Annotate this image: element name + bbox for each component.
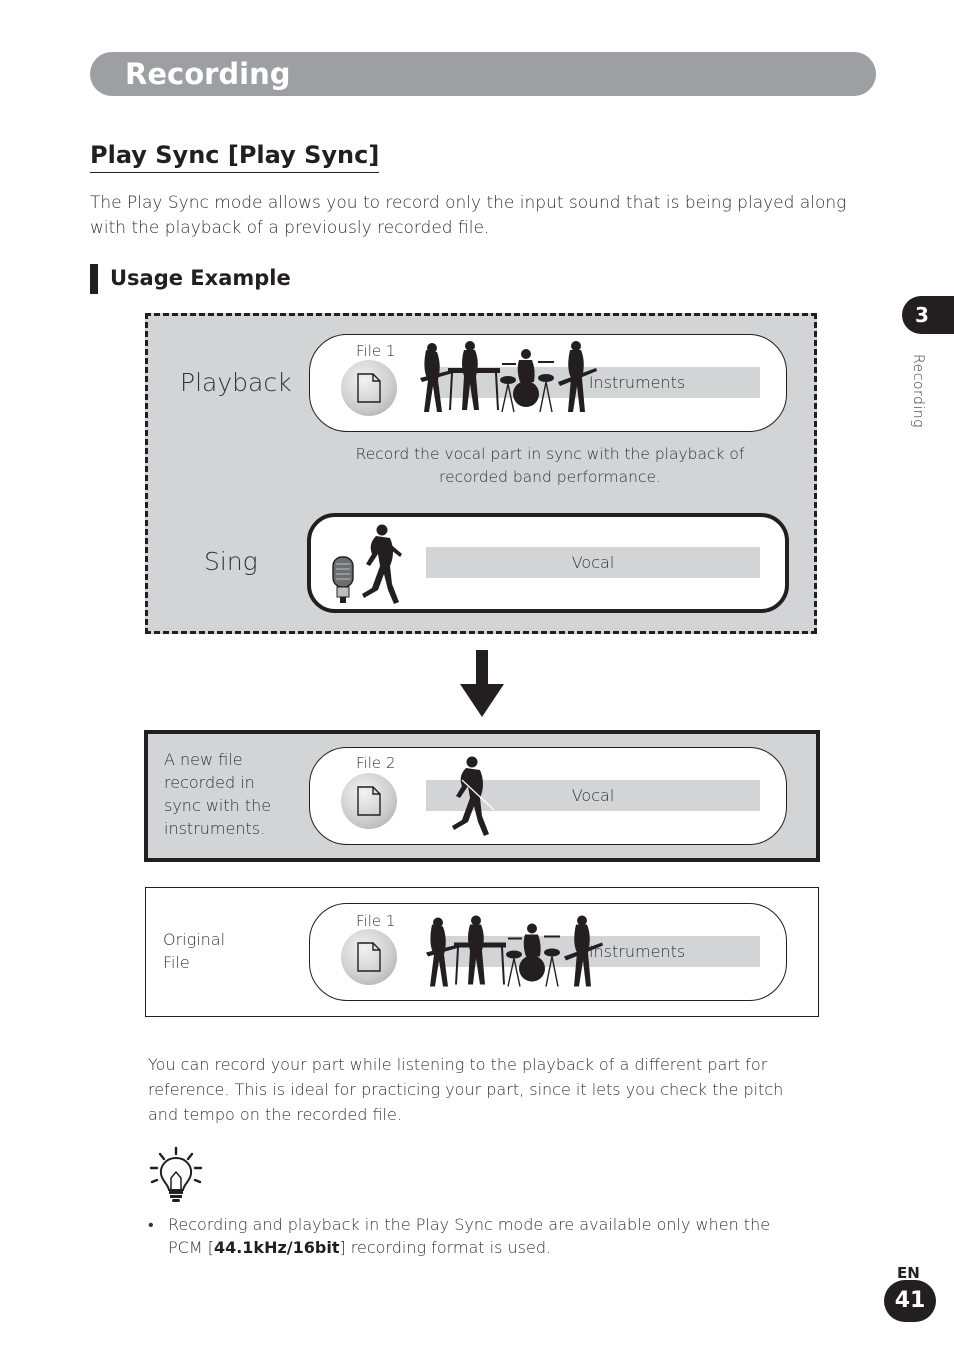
original-file-disc bbox=[341, 929, 397, 985]
chapter-tab: 3 bbox=[902, 296, 954, 334]
original-instruments-track-bar: Instruments bbox=[434, 936, 760, 967]
playback-label: Playback bbox=[180, 368, 292, 397]
original-file-label: File 1 bbox=[356, 912, 396, 930]
sing-label: Sing bbox=[204, 547, 258, 576]
page-number: 41 bbox=[884, 1280, 936, 1322]
original-instruments-track-label: Instruments bbox=[588, 942, 686, 961]
tip-text-before: Recording and playback in the Play Sync … bbox=[168, 1215, 771, 1257]
play-sync-caption: Record the vocal part in sync with the p… bbox=[355, 445, 745, 486]
singer-silhouette-icon bbox=[448, 756, 496, 838]
lightbulb-tip-icon bbox=[149, 1146, 203, 1202]
band-silhouette-icon bbox=[424, 912, 604, 992]
tip-note: • Recording and playback in the Play Syn… bbox=[148, 1213, 808, 1259]
document-icon bbox=[357, 373, 381, 403]
new-file-disc bbox=[341, 773, 397, 829]
playback-file-label: File 1 bbox=[356, 342, 396, 360]
tip-text-after: ] recording format is used. bbox=[339, 1238, 552, 1257]
language-label: EN bbox=[897, 1264, 920, 1282]
body-paragraph: You can record your part while listening… bbox=[148, 1055, 784, 1124]
original-file-description: Original File bbox=[163, 930, 226, 972]
chapter-number: 3 bbox=[915, 303, 929, 327]
chapter-side-label: Recording bbox=[910, 354, 926, 429]
singer-silhouette-icon bbox=[358, 524, 406, 606]
section-title: Play Sync [Play Sync] bbox=[90, 140, 380, 173]
tip-format-bold: 44.1kHz/16bit bbox=[213, 1238, 340, 1257]
new-file-label: File 2 bbox=[356, 754, 396, 772]
usage-example-title: Usage Example bbox=[110, 266, 291, 290]
bullet: • bbox=[148, 1215, 154, 1234]
page-header-title: Recording bbox=[125, 57, 291, 91]
document-icon bbox=[357, 786, 381, 816]
document-icon bbox=[357, 942, 381, 972]
playback-file-disc bbox=[341, 360, 397, 416]
new-file-description: A new file recorded in sync with the ins… bbox=[164, 750, 272, 838]
vocal-track-bar: Vocal bbox=[426, 547, 760, 578]
tip-text: Recording and playback in the Play Sync … bbox=[168, 1213, 808, 1259]
microphone-icon bbox=[332, 556, 354, 603]
subheading-marker bbox=[90, 264, 98, 294]
header-bar bbox=[90, 52, 876, 96]
intro-paragraph: The Play Sync mode allows you to record … bbox=[90, 193, 847, 238]
band-silhouette-icon bbox=[418, 340, 598, 415]
down-arrow-icon bbox=[460, 650, 504, 717]
instruments-track-label: Instruments bbox=[588, 373, 686, 392]
